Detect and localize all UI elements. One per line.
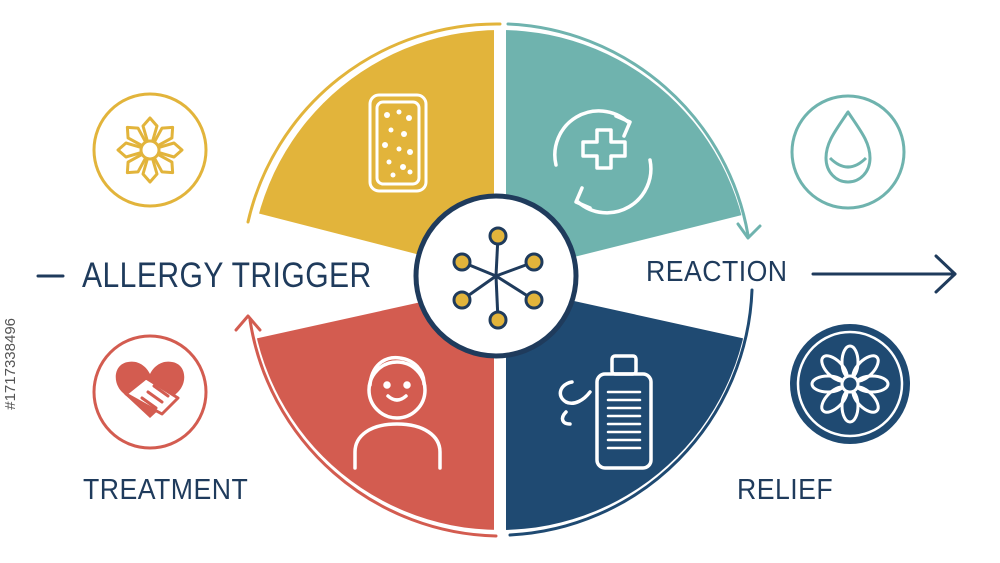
arrowhead-trigger [234,314,262,332]
spray-bottle-icon [558,354,653,470]
person-icon [353,355,442,470]
heart-handshake-icon [92,334,208,450]
right-arrow-head [934,254,957,294]
flower-pollen-icon [92,92,208,208]
arc-top-right [506,22,750,237]
medical-cycle-icon [553,109,653,215]
arc-top [246,22,502,224]
molecule-network-icon [413,193,579,359]
label-treatment: TREATMENT [83,474,249,506]
flower-icon [790,324,910,444]
pollen-jar-icon [368,93,428,193]
droplet-icon [790,94,906,210]
label-relief: RELIEF [737,474,834,506]
watermark-id: #1717338496 [2,318,19,410]
label-reaction: REACTION [646,256,788,288]
flow-arcs [246,22,754,538]
arc-right-bottom [508,288,754,537]
arrowhead-reaction [736,222,762,240]
arc-left-bottom [248,318,498,538]
label-allergy-trigger: ALLERGY TRIGGER [82,256,372,295]
